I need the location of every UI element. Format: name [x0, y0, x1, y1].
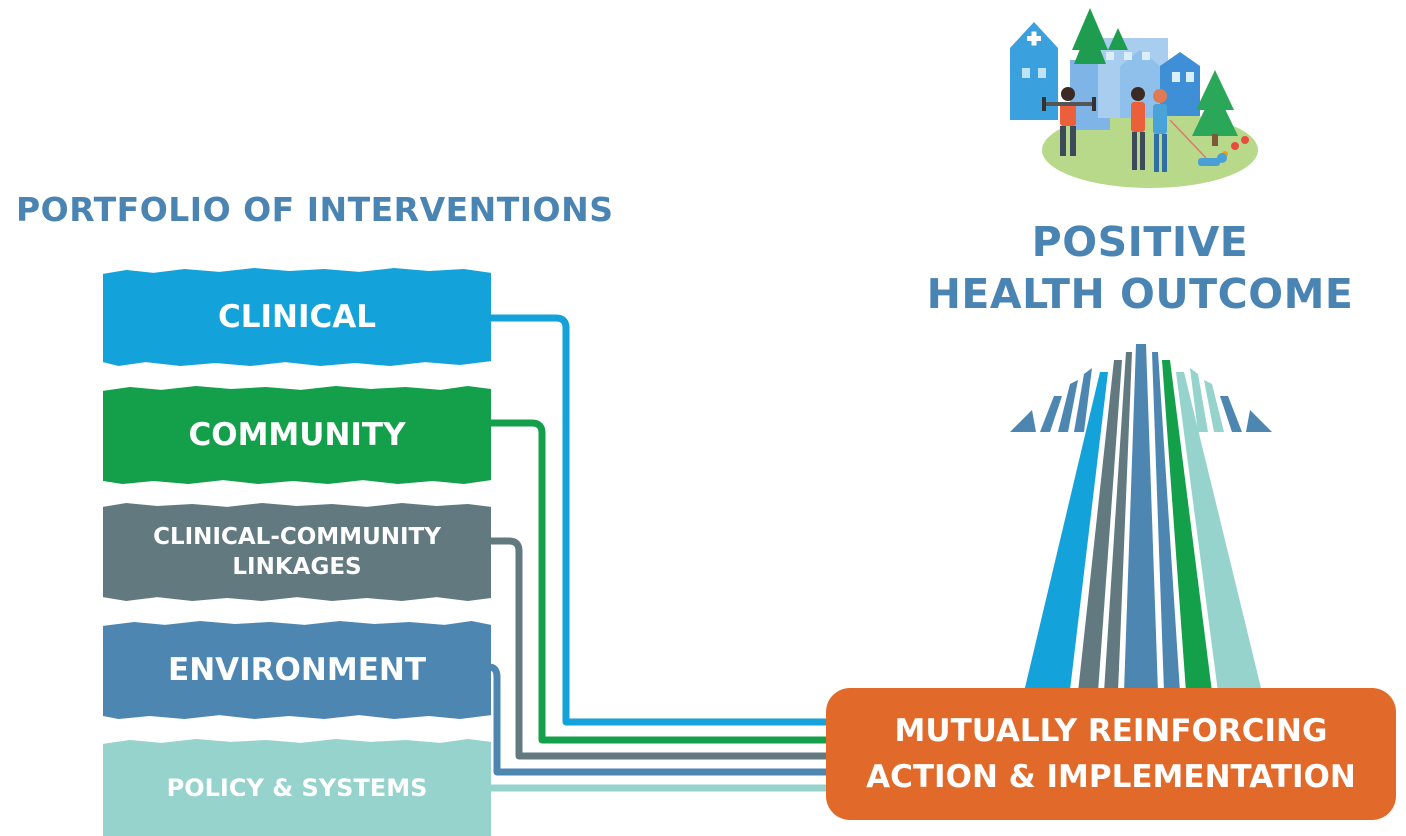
arrow-wing-left-1 — [1010, 410, 1036, 432]
intervention-community-label: COMMUNITY — [188, 417, 406, 453]
arrow-stripe-6 — [1162, 360, 1212, 692]
intervention-linkages-label-line1: CLINICAL-COMMUNITY — [153, 524, 441, 550]
intervention-linkages-label-line2: LINKAGES — [232, 554, 362, 580]
arrow-wing-left-2 — [1040, 396, 1062, 432]
healthy-community-illustration — [1010, 8, 1258, 188]
intervention-environment-label: ENVIRONMENT — [168, 652, 426, 688]
arrow-stripe-3 — [1104, 352, 1132, 692]
portfolio-title: PORTFOLIO OF INTERVENTIONS — [16, 190, 614, 229]
arrow-wing-right-2 — [1220, 396, 1242, 432]
arrow-stripe-4 — [1124, 344, 1158, 692]
connector-linkages — [491, 537, 830, 760]
intervention-community: COMMUNITY — [103, 386, 491, 484]
action-implementation-box: MUTUALLY REINFORCING ACTION & IMPLEMENTA… — [826, 688, 1396, 820]
intervention-environment: ENVIRONMENT — [103, 621, 491, 719]
action-line2: ACTION & IMPLEMENTATION — [866, 759, 1356, 795]
arrow-stripe-1 — [1024, 372, 1108, 692]
action-line1: MUTUALLY REINFORCING — [894, 713, 1328, 749]
arrow-wing-right-1 — [1246, 410, 1272, 432]
connector-clinical — [491, 314, 830, 726]
arrow-wing-right-3 — [1204, 380, 1224, 432]
outcome-title: POSITIVE HEALTH OUTCOME — [895, 216, 1385, 320]
arrow-wing-left-3 — [1058, 380, 1078, 432]
intervention-clinical: CLINICAL — [103, 268, 491, 366]
connector-community — [491, 419, 830, 744]
intervention-clinical-community-linkages: CLINICAL-COMMUNITY LINKAGES — [103, 503, 491, 601]
arrow-stripe-5 — [1152, 352, 1180, 692]
arrow-wing-right-4 — [1190, 368, 1208, 432]
arrow-stripe-2 — [1078, 360, 1122, 692]
outcome-title-line2: HEALTH OUTCOME — [926, 270, 1354, 318]
arrow-stripe-7 — [1176, 372, 1262, 692]
intervention-policy-label: POLICY & SYSTEMS — [166, 773, 428, 802]
outcome-title-line1: POSITIVE — [1031, 218, 1249, 266]
arrow-wing-left-4 — [1074, 368, 1092, 432]
connector-environment — [485, 663, 830, 776]
upward-arrow — [1010, 344, 1272, 692]
intervention-policy-systems: POLICY & SYSTEMS — [103, 739, 491, 836]
intervention-clinical-label: CLINICAL — [217, 299, 376, 335]
